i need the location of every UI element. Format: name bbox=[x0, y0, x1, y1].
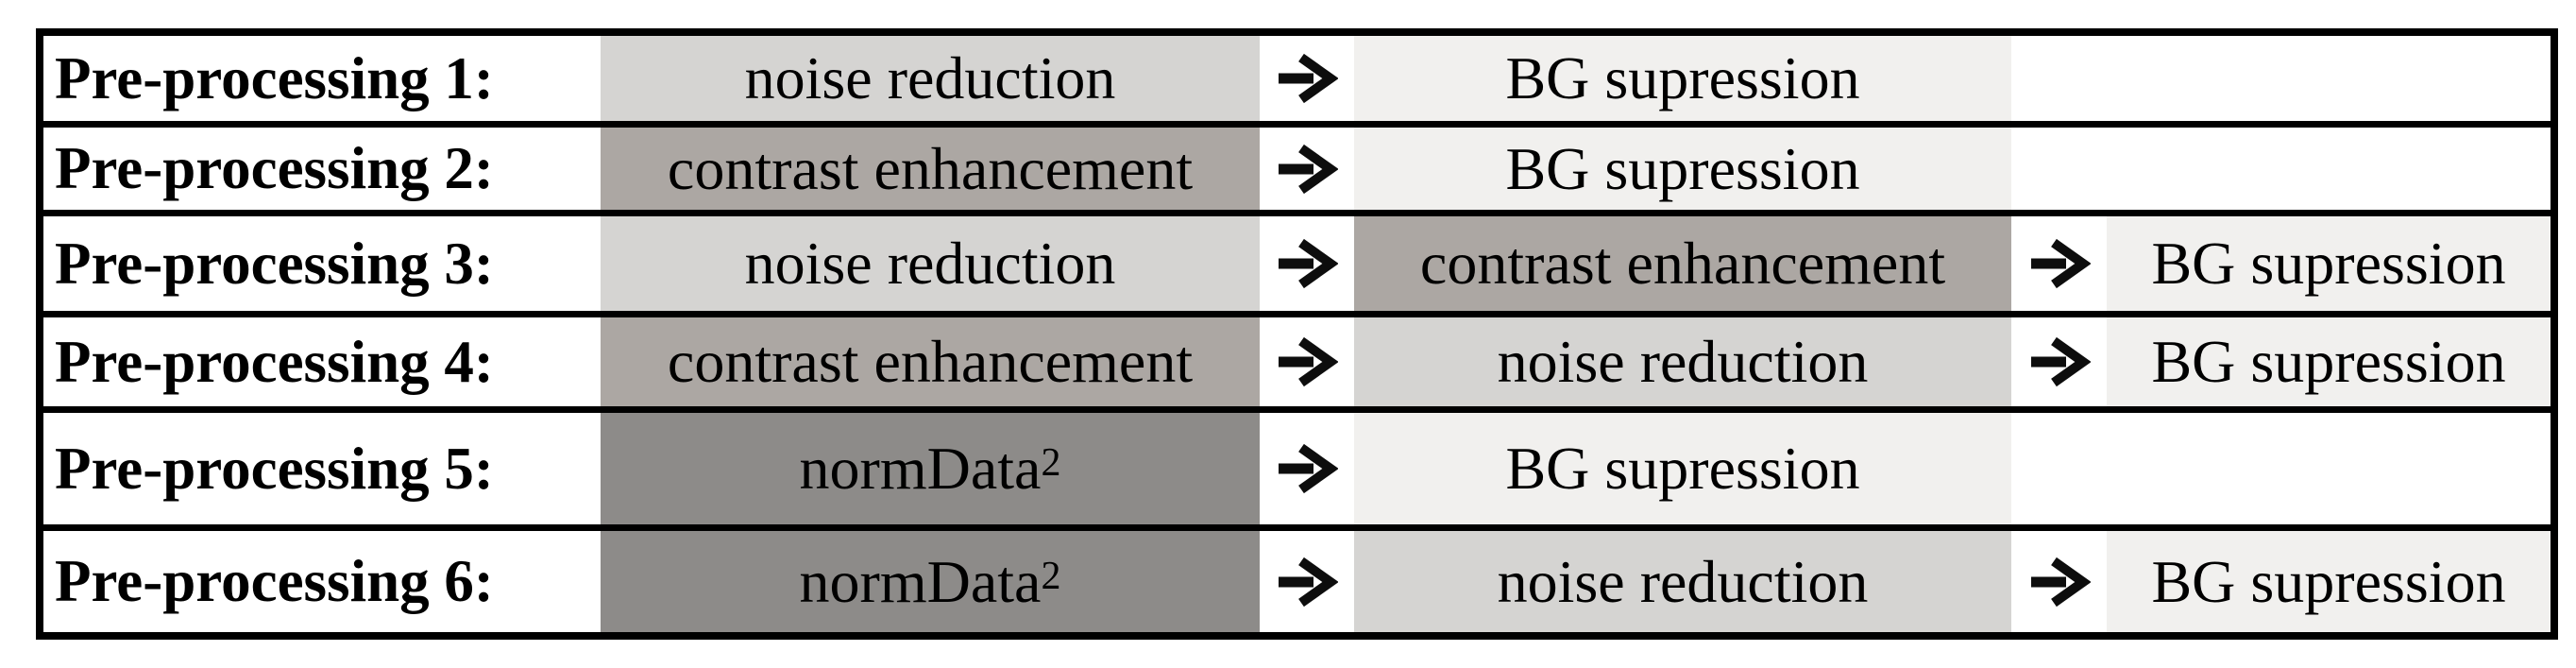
pipeline-step-label: noise reduction bbox=[744, 230, 1116, 297]
empty-cell bbox=[2011, 413, 2107, 524]
pipeline-step: BG supression bbox=[2107, 531, 2551, 632]
row-label: Pre-processing 1: bbox=[43, 36, 601, 121]
arrow-right-icon bbox=[1260, 36, 1354, 121]
pipeline-step-label: contrast enhancement bbox=[1419, 230, 1946, 297]
arrow-right-icon bbox=[1260, 531, 1354, 632]
empty-cell bbox=[2107, 36, 2551, 121]
row-label: Pre-processing 2: bbox=[43, 128, 601, 210]
preprocessing-row: Pre-processing 1: noise reduction BG supre… bbox=[43, 36, 2551, 121]
pipeline-step-label: BG supression bbox=[1505, 435, 1860, 502]
arrow-right-icon bbox=[1260, 128, 1354, 210]
pipeline-step: BG supression bbox=[1354, 128, 2011, 210]
pipeline-step: BG supression bbox=[1354, 413, 2011, 524]
row-separator bbox=[43, 121, 2551, 128]
pipeline-step: noise reduction bbox=[1354, 531, 2011, 632]
empty-cell bbox=[2011, 128, 2107, 210]
pipeline-step-label: BG supression bbox=[2151, 547, 2506, 615]
arrow-right-icon bbox=[2011, 317, 2107, 406]
pipeline-step: BG supression bbox=[2107, 317, 2551, 406]
pipeline-step-label: contrast enhancement bbox=[667, 134, 1194, 202]
pipeline-step: contrast enhancement bbox=[1354, 216, 2011, 311]
empty-cell bbox=[2107, 128, 2551, 210]
pipeline-step: noise reduction bbox=[1354, 317, 2011, 406]
arrow-right-icon bbox=[2011, 531, 2107, 632]
pipeline-step-label: normData bbox=[799, 547, 1042, 615]
arrow-right-icon bbox=[1260, 216, 1354, 311]
arrow-right-icon bbox=[2011, 216, 2107, 311]
arrow-right-icon bbox=[1260, 413, 1354, 524]
pipeline-step-label: BG supression bbox=[1505, 134, 1860, 202]
pipeline-step-label: noise reduction bbox=[1497, 328, 1869, 395]
preprocessing-table: Pre-processing 1: noise reduction BG supre… bbox=[36, 28, 2558, 640]
pipeline-step: noise reduction bbox=[601, 36, 1260, 121]
row-label: Pre-processing 3: bbox=[43, 216, 601, 311]
pipeline-step: BG supression bbox=[1354, 36, 2011, 121]
row-label: Pre-processing 4: bbox=[43, 317, 601, 406]
pipeline-step: noise reduction bbox=[601, 216, 1260, 311]
pipeline-step-label: contrast enhancement bbox=[667, 328, 1194, 395]
empty-cell bbox=[2107, 413, 2551, 524]
row-label: Pre-processing 5: bbox=[43, 413, 601, 524]
pipeline-step-label: normData bbox=[799, 435, 1042, 502]
row-separator bbox=[43, 406, 2551, 413]
pipeline-step-label: BG supression bbox=[2151, 230, 2506, 297]
pipeline-step: contrast enhancement bbox=[601, 128, 1260, 210]
row-label: Pre-processing 6: bbox=[43, 531, 601, 632]
row-separator bbox=[43, 311, 2551, 317]
pipeline-step: BG supression bbox=[2107, 216, 2551, 311]
pipeline-step-label: noise reduction bbox=[1497, 547, 1869, 615]
preprocessing-row: Pre-processing 4: contrast enhancement noi… bbox=[43, 317, 2551, 406]
pipeline-step-label: BG supression bbox=[1505, 44, 1860, 111]
row-separator bbox=[43, 524, 2551, 531]
arrow-right-icon bbox=[1260, 317, 1354, 406]
row-separator bbox=[43, 210, 2551, 216]
preprocessing-row: Pre-processing 2: contrast enhancement BG … bbox=[43, 128, 2551, 210]
pipeline-step: contrast enhancement bbox=[601, 317, 1260, 406]
pipeline-step-label: BG supression bbox=[2151, 328, 2506, 395]
pipeline-step-label: noise reduction bbox=[744, 44, 1116, 111]
preprocessing-row: Pre-processing 3: noise reduction contrast… bbox=[43, 216, 2551, 311]
empty-cell bbox=[2011, 36, 2107, 121]
